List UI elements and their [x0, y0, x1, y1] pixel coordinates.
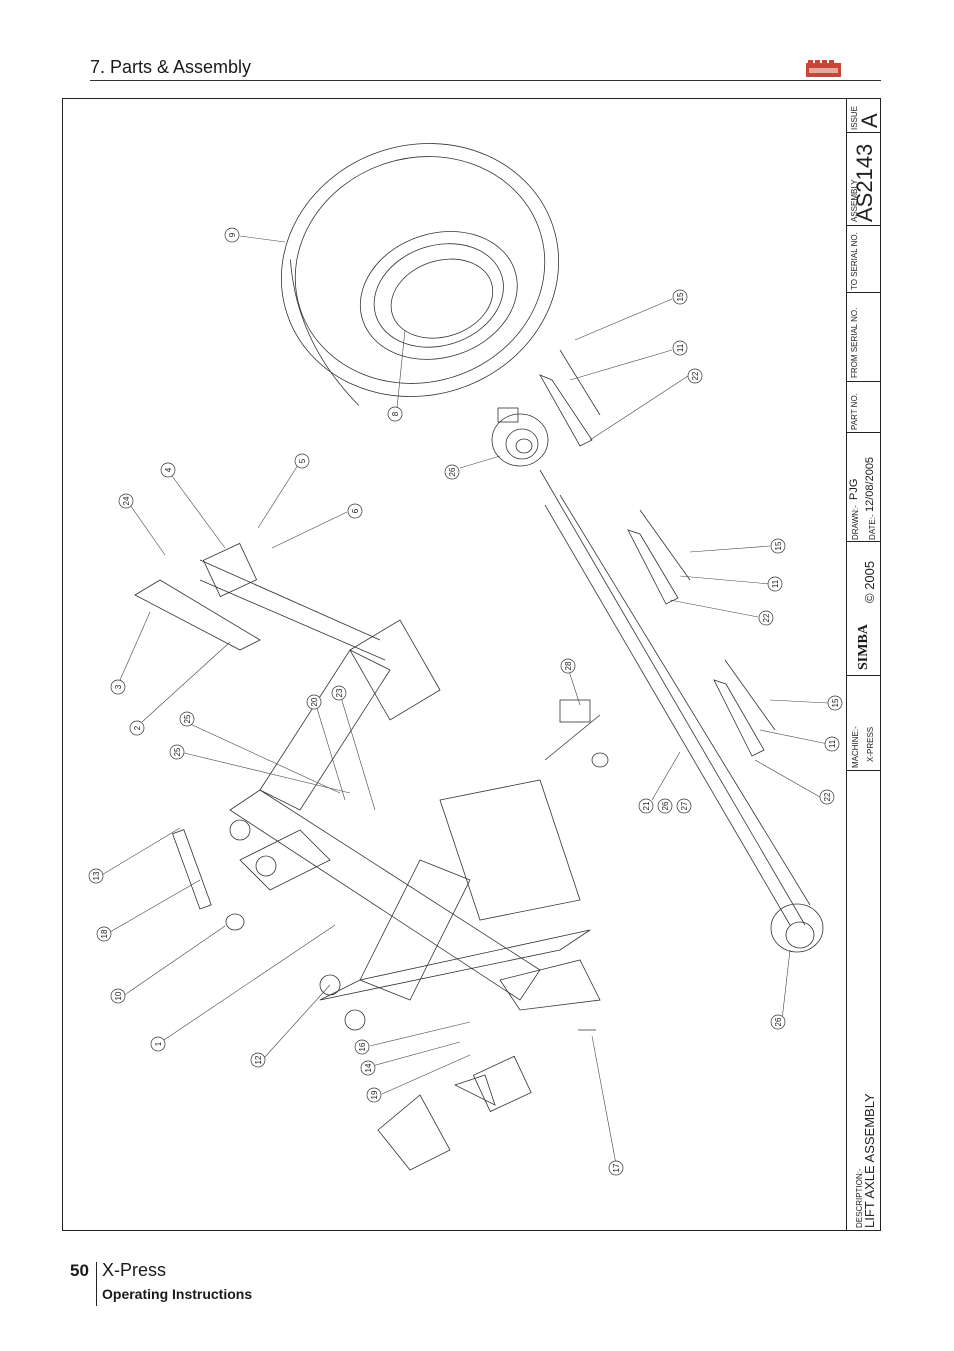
- callout-11: 11: [676, 343, 685, 352]
- bracket-set-mid: [627, 509, 691, 605]
- callout-9: 9: [228, 232, 237, 237]
- title-block-divider: [846, 132, 881, 133]
- header-rule: [90, 80, 881, 81]
- lamp-bracket: [453, 1074, 496, 1106]
- callout-10: 10: [114, 991, 123, 1000]
- to-serial-label: TO SERIAL NO.: [850, 232, 859, 290]
- title-block-divider: [846, 770, 881, 771]
- issue-value: A: [857, 113, 882, 128]
- part-no-label: PART NO.: [850, 393, 859, 430]
- title-block-divider: [846, 675, 881, 676]
- date-label: DATE:-: [868, 514, 877, 540]
- callout-26: 26: [448, 467, 457, 476]
- ram-assembly: [544, 699, 609, 768]
- title-block-divider: [846, 432, 881, 433]
- callout-22: 22: [691, 371, 700, 380]
- description-value: LIFT AXLE ASSEMBLY: [862, 1093, 877, 1228]
- product-name: X-Press: [102, 1260, 167, 1280]
- callout-14: 14: [364, 1063, 373, 1072]
- callout-20: 20: [310, 697, 319, 706]
- lamp-plate: [377, 1094, 451, 1171]
- bracket-set-top: [539, 349, 601, 447]
- tie-plate: [134, 579, 261, 651]
- lamp-lower: [472, 1055, 532, 1113]
- callout-15: 15: [831, 698, 840, 707]
- pivot-nut: [225, 913, 245, 931]
- callout-28: 28: [564, 661, 573, 670]
- callout-26: 26: [661, 801, 670, 810]
- callout-21: 21: [642, 801, 651, 810]
- callout-26: 26: [774, 1017, 783, 1026]
- callout-15: 15: [676, 292, 685, 301]
- footer-rule: [96, 1262, 97, 1306]
- drawn-value: PJG: [848, 478, 860, 500]
- wheel-tyre: [280, 143, 560, 406]
- brand-logo-text: SIMBA: [856, 624, 871, 670]
- title-block-divider: [846, 292, 881, 293]
- callout-25: 25: [173, 747, 182, 756]
- callout-5: 5: [298, 458, 307, 463]
- callout-27: 27: [680, 801, 689, 810]
- lamp-upper: [202, 542, 258, 598]
- callout-3: 3: [114, 684, 123, 689]
- drawing-frame: [62, 98, 881, 1231]
- callout-13: 13: [92, 871, 101, 880]
- title-block: [846, 98, 881, 1231]
- main-frame: [199, 559, 601, 1031]
- callout-22: 22: [823, 792, 832, 801]
- title-block-divider: [846, 225, 881, 226]
- pivot-pin: [172, 829, 212, 910]
- assembly-number: AS2143: [852, 143, 877, 222]
- callout-17: 17: [612, 1163, 621, 1172]
- callout-8: 8: [391, 411, 400, 416]
- callout-11: 11: [771, 579, 780, 588]
- callout-16: 16: [358, 1042, 367, 1051]
- callout-18: 18: [100, 929, 109, 938]
- date-value: 12/08/2005: [864, 456, 876, 512]
- machine-label: MACHINE:-: [851, 726, 860, 768]
- hub-top: [491, 407, 549, 467]
- callout-23: 23: [335, 688, 344, 697]
- callout-11: 11: [828, 739, 837, 748]
- callout-6: 6: [351, 508, 360, 513]
- callout-12: 12: [254, 1055, 263, 1064]
- callout-24: 24: [122, 496, 131, 505]
- callout-19: 19: [370, 1090, 379, 1099]
- bracket-set-low: [713, 659, 776, 757]
- from-serial-label: FROM SERIAL NO.: [850, 307, 859, 378]
- callout-2: 2: [133, 725, 142, 730]
- axle-beam: [539, 469, 824, 953]
- callout-4: 4: [164, 467, 173, 472]
- copyright: © 2005: [862, 560, 877, 603]
- page-number: 50: [70, 1261, 89, 1280]
- callout-1: 1: [154, 1041, 163, 1046]
- callout-25: 25: [183, 714, 192, 723]
- section-title: 7. Parts & Assembly: [90, 57, 252, 77]
- drawn-label: DRAWN:-: [851, 505, 860, 540]
- title-block-divider: [846, 541, 881, 542]
- callout-15: 15: [774, 541, 783, 550]
- document-type: Operating Instructions: [102, 1286, 253, 1302]
- callout-22: 22: [762, 613, 771, 622]
- simba-logo: [806, 60, 841, 77]
- title-block-divider: [846, 381, 881, 382]
- exploded-assembly-drawing: 9 8 15 11 22 26 4 5 6 24 15 11 22 3 2 28…: [88, 143, 843, 1176]
- machine-value: X-PRESS: [866, 726, 875, 762]
